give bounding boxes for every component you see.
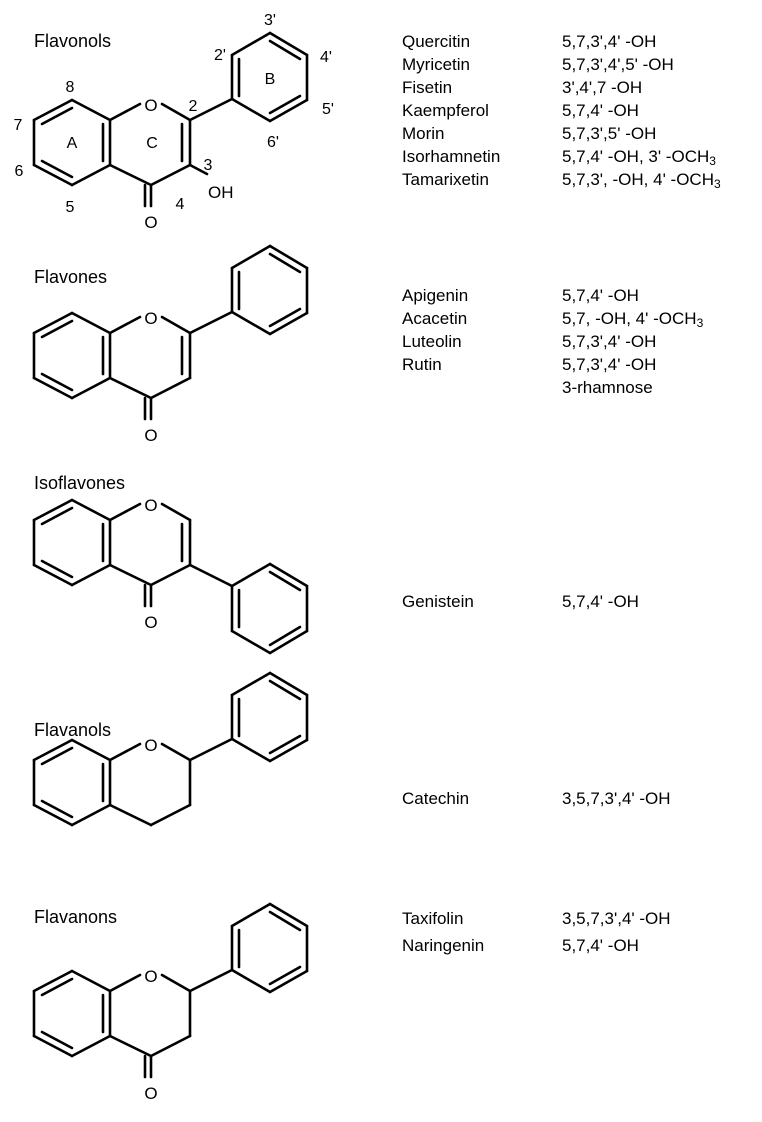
- class-label-flavanols: Flavanols: [34, 720, 112, 740]
- ring-b-label: B: [265, 71, 276, 88]
- compound-substituents: 5,7,4' -OH: [562, 936, 639, 955]
- compound-name: Fisetin: [402, 78, 453, 97]
- position-2prime-label: 2': [214, 47, 226, 64]
- position-5-label: 5: [66, 199, 75, 216]
- compound-substituents: 5,7,3',4' -OH: [562, 355, 657, 374]
- position-3prime-label: 3': [264, 12, 276, 29]
- ring-c-label: C: [146, 135, 158, 152]
- compound-substituents: 5,7,4' -OH: [562, 592, 639, 611]
- compound-substituents: 5,7,3', -OH, 4' -OCH3: [562, 170, 721, 191]
- compound-substituents: 3-rhamnose: [562, 378, 653, 397]
- compound-name: Apigenin: [402, 286, 469, 305]
- compound-substituents: 3,5,7,3',4' -OH: [562, 789, 671, 808]
- ring-a-label: A: [67, 135, 78, 152]
- compound-name: Tamarixetin: [402, 170, 489, 189]
- position-4prime-label: 4': [320, 49, 332, 66]
- hydroxyl-label: OH: [208, 183, 234, 202]
- carbonyl-oxygen-label: O: [144, 426, 157, 445]
- position-4-label: 4: [176, 196, 185, 213]
- compound-name: Catechin: [402, 789, 470, 808]
- compound-substituents: 5,7,3',4' -OH: [562, 32, 657, 51]
- compound-substituents: 5,7,4' -OH: [562, 286, 639, 305]
- ring-oxygen-label: O: [144, 309, 157, 328]
- structures-svg: O O OH A C B 2 3 4 5 6 7 8 2' 3' 4' 5' 6…: [14, 12, 334, 1103]
- position-7-label: 7: [14, 117, 23, 134]
- compound-name: Myricetin: [402, 55, 471, 74]
- flavonol-structure: O O OH A C B 2 3 4 5 6 7 8 2' 3' 4' 5' 6…: [14, 12, 334, 232]
- compound-substituents: 5,7,4' -OH, 3' -OCH3: [562, 147, 716, 168]
- compound-name: Morin: [402, 124, 445, 143]
- compound-name: Acacetin: [402, 309, 468, 328]
- compound-name: Luteolin: [402, 332, 462, 351]
- flavone-structure: O O: [32, 244, 309, 445]
- ring-oxygen-label: O: [144, 96, 157, 115]
- compound-substituents: 5,7, -OH, 4' -OCH3: [562, 309, 704, 330]
- ring-oxygen-label: O: [144, 736, 157, 755]
- carbonyl-oxygen-label: O: [144, 213, 157, 232]
- class-label-flavonols: Flavonols: [34, 31, 112, 51]
- ring-oxygen-label: O: [144, 967, 157, 986]
- position-2-label: 2: [189, 98, 198, 115]
- position-3-label: 3: [204, 157, 213, 174]
- class-label-flavanons: Flavanons: [34, 907, 118, 927]
- compound-name: Naringenin: [402, 936, 485, 955]
- compound-name: Quercitin: [402, 32, 471, 51]
- compound-name: Genistein: [402, 592, 474, 611]
- carbonyl-oxygen-label: O: [144, 613, 157, 632]
- ring-oxygen-label: O: [144, 496, 157, 515]
- compound-name: Kaempferol: [402, 101, 489, 120]
- compound-substituents: 5,7,3',4',5' -OH: [562, 55, 674, 74]
- class-label-flavones: Flavones: [34, 267, 108, 287]
- compound-substituents: 5,7,3',5' -OH: [562, 124, 657, 143]
- flavanol-structure: O: [32, 671, 309, 827]
- position-6prime-label: 6': [267, 134, 279, 151]
- position-6-label: 6: [15, 163, 24, 180]
- position-5prime-label: 5': [322, 101, 334, 118]
- carbonyl-oxygen-label: O: [144, 1084, 157, 1103]
- compound-substituents: 3,5,7,3',4' -OH: [562, 909, 671, 928]
- compound-substituents: 5,7,4' -OH: [562, 101, 639, 120]
- compound-substituents: 3',4',7 -OH: [562, 78, 643, 97]
- position-8-label: 8: [66, 79, 75, 96]
- compound-substituents: 5,7,3',4' -OH: [562, 332, 657, 351]
- class-label-isoflavones: Isoflavones: [34, 473, 126, 493]
- flavanone-structure: O O: [32, 902, 309, 1103]
- compound-name: Taxifolin: [402, 909, 464, 928]
- compound-name: Isorhamnetin: [402, 147, 501, 166]
- compound-name: Rutin: [402, 355, 442, 374]
- isoflavone-structure: O O: [32, 496, 309, 655]
